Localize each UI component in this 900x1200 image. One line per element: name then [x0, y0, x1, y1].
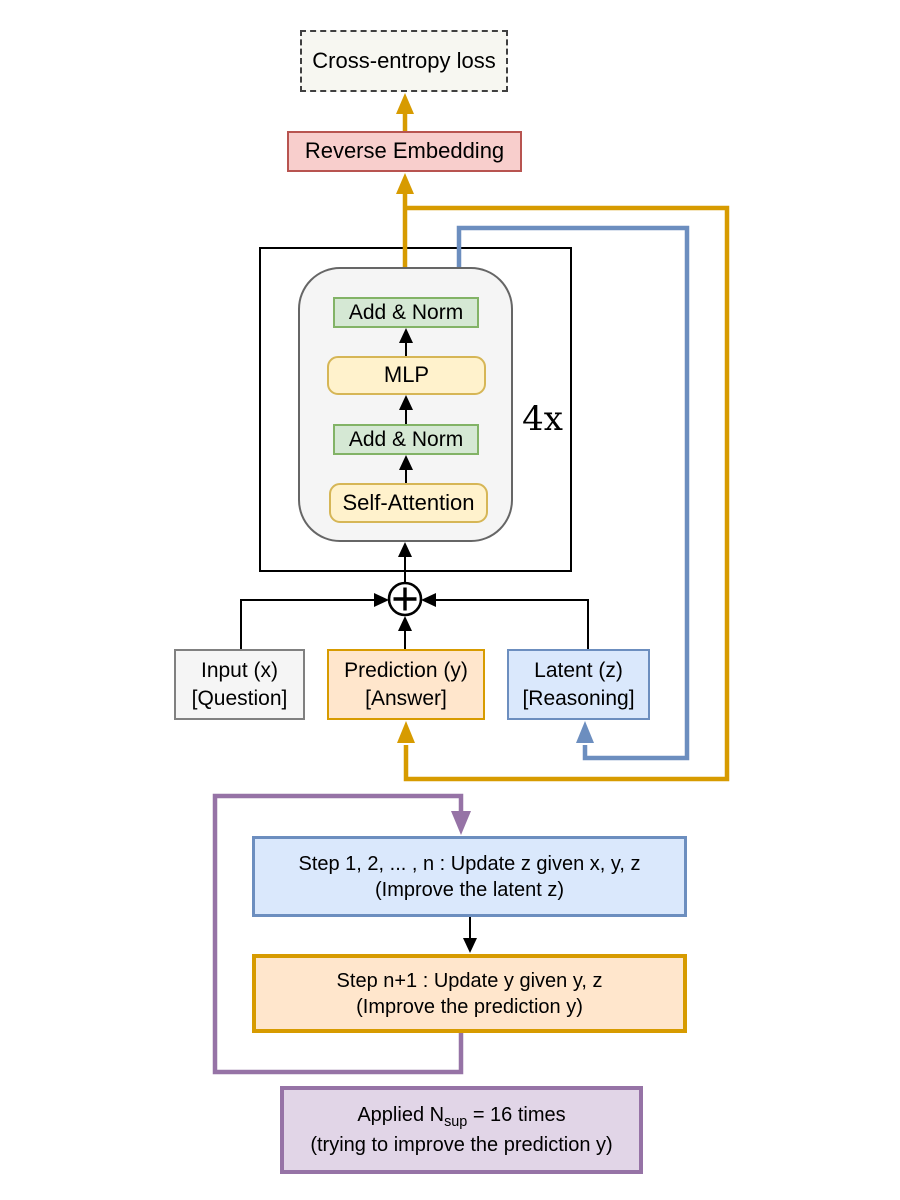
update-z-to-update-y-arrowhead: [463, 938, 477, 953]
latent-z-box: Latent (z) [Reasoning]: [507, 649, 650, 720]
mlp-box: MLP: [327, 356, 486, 395]
prediction-y-line1: Prediction (y): [344, 659, 468, 683]
cross-entropy-loss-box: Cross-entropy loss: [300, 30, 508, 92]
gold-arrowhead-into-loss: [396, 93, 414, 114]
plus-icon: [393, 587, 417, 611]
add-norm-top-box: Add & Norm: [333, 297, 479, 328]
input-x-line2: [Question]: [191, 686, 288, 710]
self-attention-box: Self-Attention: [329, 483, 488, 523]
gold-arrowhead-into-prediction: [397, 721, 415, 743]
applied-nsup-box: Applied Nsup = 16 times (trying to impro…: [280, 1086, 643, 1174]
add-norm-bottom-box: Add & Norm: [333, 424, 479, 455]
latent-arrowhead: [421, 593, 436, 607]
update-y-step-box: Step n+1 : Update y given y, z (Improve …: [252, 954, 687, 1033]
add-norm-top-label: Add & Norm: [348, 300, 464, 324]
update-z-line1: Step 1, 2, ... , n : Update z given x, y…: [298, 852, 641, 875]
prediction-y-line2: [Answer]: [365, 686, 447, 710]
latent-connector: [436, 599, 589, 649]
mlp-label: MLP: [383, 362, 430, 388]
reverse-embedding-label: Reverse Embedding: [304, 138, 505, 164]
prediction-arrowhead: [398, 616, 412, 631]
input-x-box: Input (x) [Question]: [174, 649, 305, 720]
blue-arrowhead-into-latent: [576, 721, 594, 743]
applied-nsup-line2: (trying to improve the prediction y): [310, 1133, 613, 1156]
update-z-line2: (Improve the latent z): [375, 878, 564, 901]
self-attention-label: Self-Attention: [342, 489, 475, 515]
gold-arrowhead-into-reverse-embedding: [396, 173, 414, 194]
repeat-count-label: 4x: [522, 398, 563, 439]
update-y-line1: Step n+1 : Update y given y, z: [336, 969, 603, 992]
purple-arrowhead-into-update-z: [451, 811, 471, 835]
cross-entropy-loss-label: Cross-entropy loss: [312, 47, 496, 73]
input-x-line1: Input (x): [200, 659, 279, 683]
applied-nsup-subscript: sup: [444, 1114, 468, 1131]
add-norm-bottom-label: Add & Norm: [348, 427, 464, 451]
input-connector: [240, 599, 374, 649]
input-arrowhead: [374, 593, 389, 607]
sum-node-circle: [387, 581, 423, 617]
latent-z-line2: [Reasoning]: [522, 686, 635, 710]
update-z-step-box: Step 1, 2, ... , n : Update z given x, y…: [252, 836, 687, 917]
update-y-line2: (Improve the prediction y): [356, 995, 583, 1018]
applied-nsup-suffix: = 16 times: [467, 1104, 566, 1127]
reverse-embedding-box: Reverse Embedding: [287, 131, 522, 172]
prediction-y-box: Prediction (y) [Answer]: [327, 649, 485, 720]
applied-nsup-line1: Applied Nsup = 16 times: [357, 1102, 565, 1132]
applied-nsup-prefix: Applied N: [357, 1104, 445, 1127]
latent-z-line1: Latent (z): [534, 659, 623, 683]
